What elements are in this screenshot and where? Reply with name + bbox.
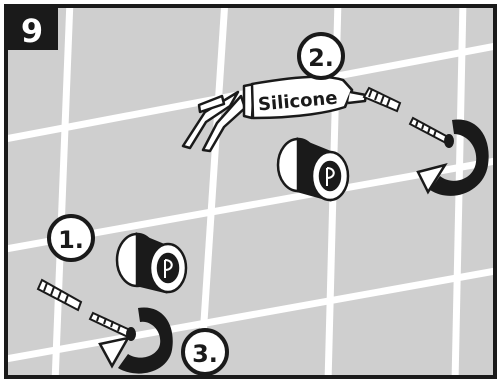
step-badge: 9 [6,6,58,50]
callout-2-label: 2. [308,44,334,72]
screw-icon [408,116,454,148]
wall-plug-icon [36,278,83,312]
callout-3-label: 3. [192,340,218,368]
rotate-arrow-icon [98,307,173,374]
callout-1-label: 1. [58,226,84,254]
wall-plug-icon [362,86,402,113]
callout-2: 2. [297,32,345,80]
silicone-tube-icon: Silicone [181,75,368,153]
callout-3: 3. [181,328,229,376]
diagram-frame [4,4,497,379]
step-number: 9 [21,12,43,50]
valve-fitting-icon [115,232,188,294]
valve-fitting-icon [276,137,350,202]
callout-1: 1. [47,214,95,262]
rotate-arrow-icon [416,119,489,196]
